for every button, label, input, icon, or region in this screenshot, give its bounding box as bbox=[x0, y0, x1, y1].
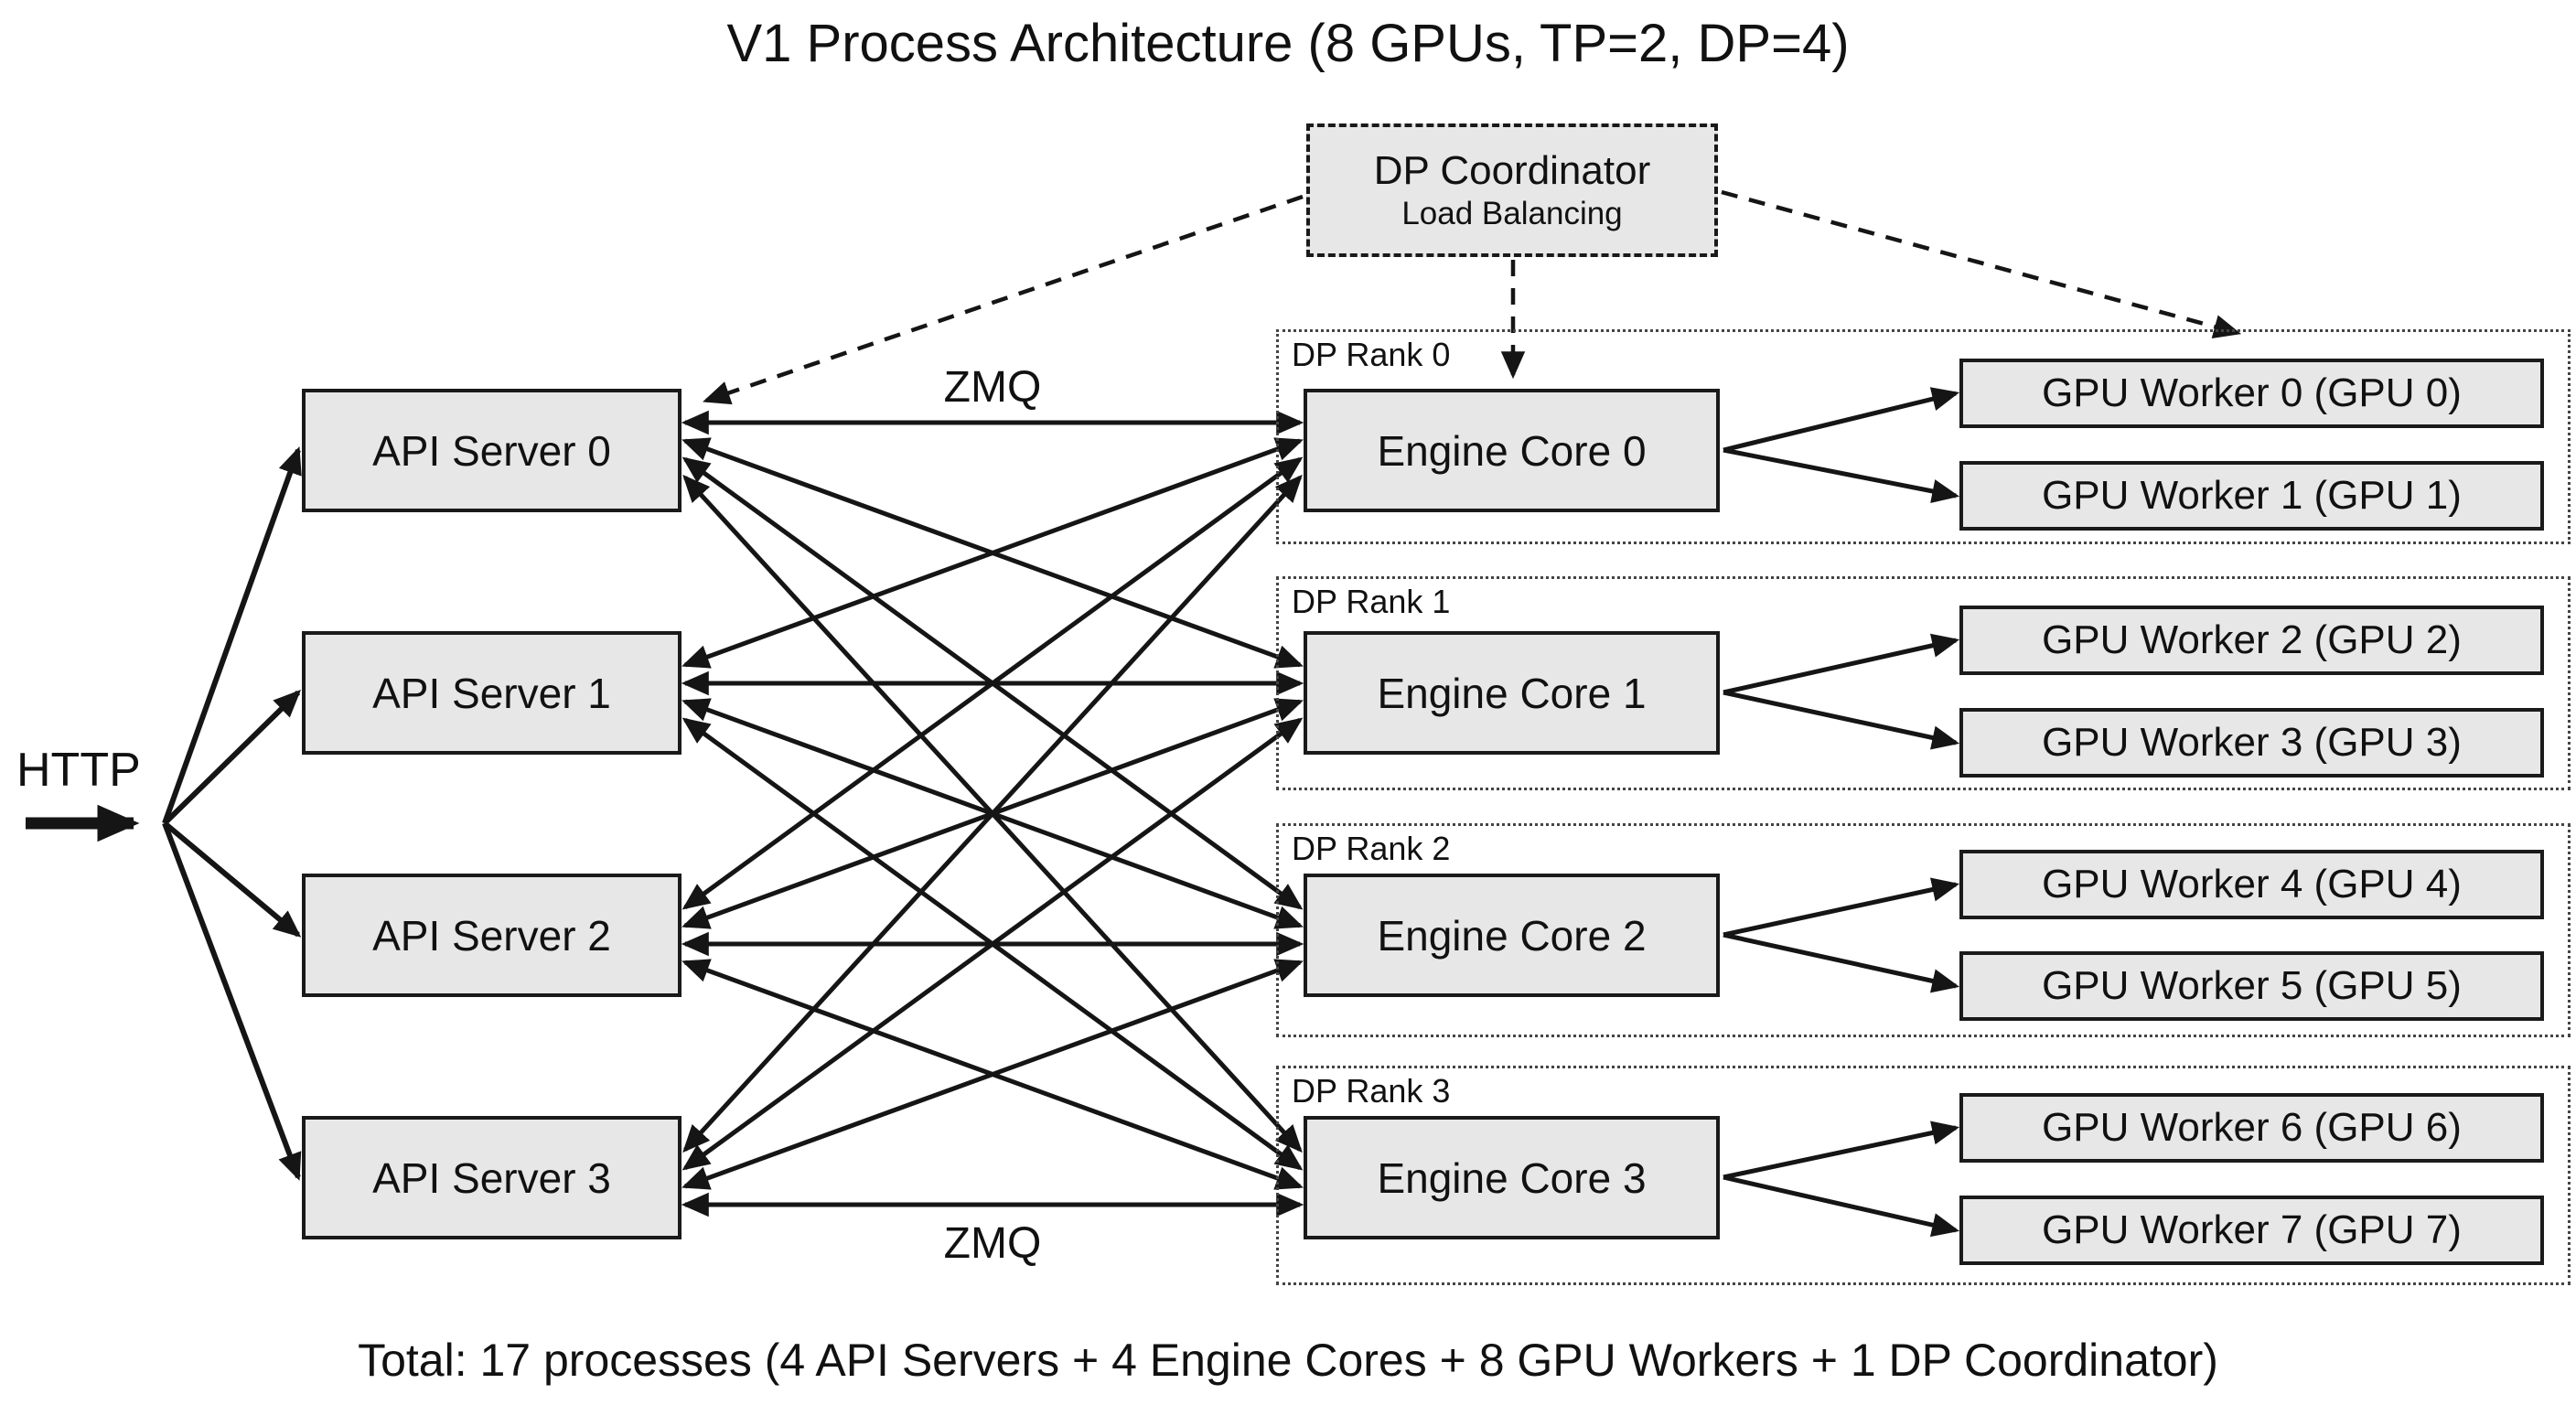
coordinator-dashed-arrows bbox=[703, 189, 2242, 405]
dp-rank-0-label: DP Rank 0 bbox=[1292, 336, 1451, 373]
api-server-1-box: API Server 1 bbox=[302, 631, 682, 755]
diagram-title: V1 Process Architecture (8 GPUs, TP=2, D… bbox=[726, 14, 1850, 73]
zmq-mesh-arrows bbox=[681, 410, 1304, 1217]
http-fanout-arrows bbox=[162, 446, 302, 1181]
engine-core-0-box: Engine Core 0 bbox=[1304, 389, 1720, 512]
engine-core-3-box: Engine Core 3 bbox=[1304, 1116, 1720, 1239]
gpu-worker-0-box: GPU Worker 0 (GPU 0) bbox=[1959, 359, 2544, 428]
gpu-worker-7-box: GPU Worker 7 (GPU 7) bbox=[1959, 1196, 2544, 1265]
http-label: HTTP bbox=[16, 744, 141, 797]
gpu-worker-5-box: GPU Worker 5 (GPU 5) bbox=[1959, 951, 2544, 1021]
engine-to-worker-arrows bbox=[1723, 387, 1960, 1238]
api-server-3-box: API Server 3 bbox=[302, 1116, 682, 1239]
gpu-worker-4-box: GPU Worker 4 (GPU 4) bbox=[1959, 850, 2544, 919]
api-server-0-box: API Server 0 bbox=[302, 389, 682, 512]
dp-rank-2-label: DP Rank 2 bbox=[1292, 830, 1451, 867]
engine-core-2-box: Engine Core 2 bbox=[1304, 874, 1720, 997]
gpu-worker-3-box: GPU Worker 3 (GPU 3) bbox=[1959, 708, 2544, 778]
dp-rank-3-container: DP Rank 3 bbox=[1276, 1066, 2571, 1285]
api-server-2-box: API Server 2 bbox=[302, 874, 682, 997]
gpu-worker-6-box: GPU Worker 6 (GPU 6) bbox=[1959, 1093, 2544, 1163]
footer-total-text: Total: 17 processes (4 API Servers + 4 E… bbox=[358, 1335, 2218, 1386]
dp-rank-3-label: DP Rank 3 bbox=[1292, 1072, 1451, 1110]
zmq-label-top: ZMQ bbox=[943, 363, 1042, 412]
zmq-label-bottom: ZMQ bbox=[943, 1219, 1042, 1268]
gpu-worker-1-box: GPU Worker 1 (GPU 1) bbox=[1959, 461, 2544, 531]
dp-rank-1-label: DP Rank 1 bbox=[1292, 583, 1451, 620]
dp-rank-1-container: DP Rank 1 bbox=[1276, 576, 2571, 790]
dp-rank-2-container: DP Rank 2 bbox=[1276, 823, 2571, 1037]
dp-coordinator-subtitle: Load Balancing bbox=[1401, 196, 1623, 231]
dp-coordinator-title: DP Coordinator bbox=[1373, 148, 1651, 193]
engine-core-1-box: Engine Core 1 bbox=[1304, 631, 1720, 755]
dp-rank-0-container: DP Rank 0 bbox=[1276, 329, 2571, 544]
dp-coordinator-box: DP Coordinator Load Balancing bbox=[1306, 123, 1718, 257]
gpu-worker-2-box: GPU Worker 2 (GPU 2) bbox=[1959, 606, 2544, 675]
